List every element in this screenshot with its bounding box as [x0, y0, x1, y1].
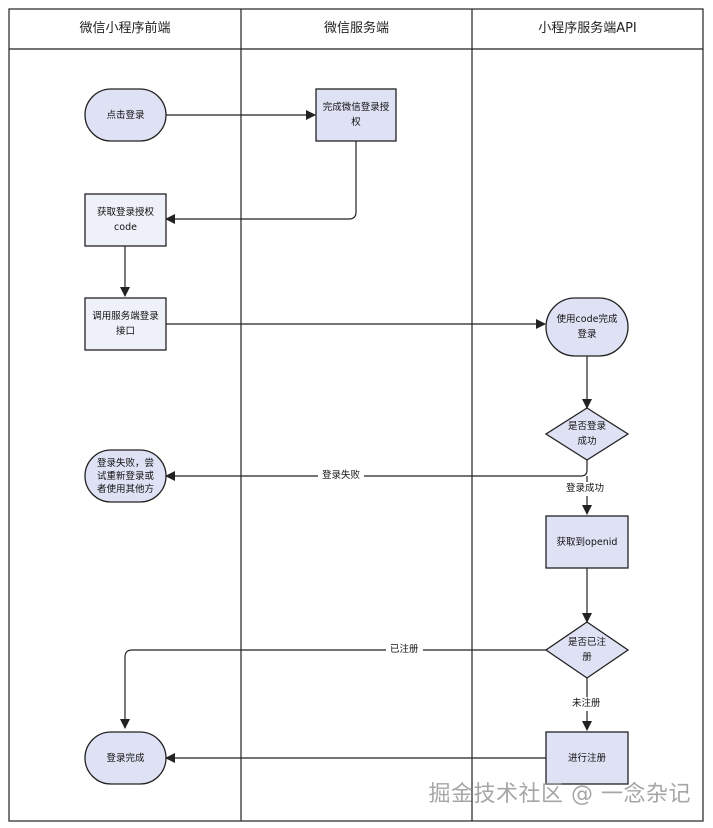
node-use-code: 使用code完成 登录 — [556, 314, 618, 340]
node-login-done: 登录完成 — [106, 752, 145, 764]
node-login-done-shape — [84, 731, 167, 785]
node-get-code-shape — [84, 193, 167, 247]
node-registered-q: 是否已注 册 — [567, 637, 606, 663]
node-register: 进行注册 — [567, 752, 606, 764]
node-click-login-shape — [84, 88, 167, 142]
edge-fail — [165, 460, 588, 481]
node-registered-q-shape — [544, 621, 630, 679]
node-login-fail: 登录失败，尝 试重新登录或 者使用其他方 — [96, 457, 154, 495]
lane-title-frontend: 微信小程序前端 — [79, 21, 171, 36]
node-register-shape — [545, 731, 629, 785]
node-login-success-q: 是否登录 成功 — [567, 421, 606, 447]
edge-label-not-registered: 未注册 — [568, 697, 605, 711]
edge-label-registered: 已注册 — [386, 643, 423, 657]
node-wx-auth: 完成微信登录授 权 — [322, 102, 390, 128]
lane-frame — [8, 8, 704, 822]
edge-registered — [120, 649, 546, 729]
node-get-openid-shape — [545, 515, 629, 569]
lane-title-wx-server: 微信服务端 — [323, 21, 389, 36]
node-use-code-shape — [545, 297, 629, 357]
node-get-openid: 获取到openid — [556, 536, 618, 548]
node-wx-auth-shape — [315, 88, 397, 142]
node-call-api: 调用服务端登录 接口 — [92, 311, 159, 337]
node-login-success-q-shape — [544, 407, 630, 461]
node-get-code: 获取登录授权 code — [96, 207, 154, 233]
edge-auth-to-code — [165, 141, 357, 224]
node-login-fail-shape — [84, 449, 167, 503]
node-call-api-shape — [84, 297, 167, 351]
watermark-text: 掘金技术社区 @ 一念杂记 — [428, 782, 691, 807]
edge-label-login-success: 登录成功 — [562, 482, 609, 496]
lane-title-api: 小程序服务端API — [538, 21, 637, 36]
node-click-login: 点击登录 — [106, 109, 145, 121]
edge-label-login-fail: 登录失败 — [318, 469, 365, 483]
